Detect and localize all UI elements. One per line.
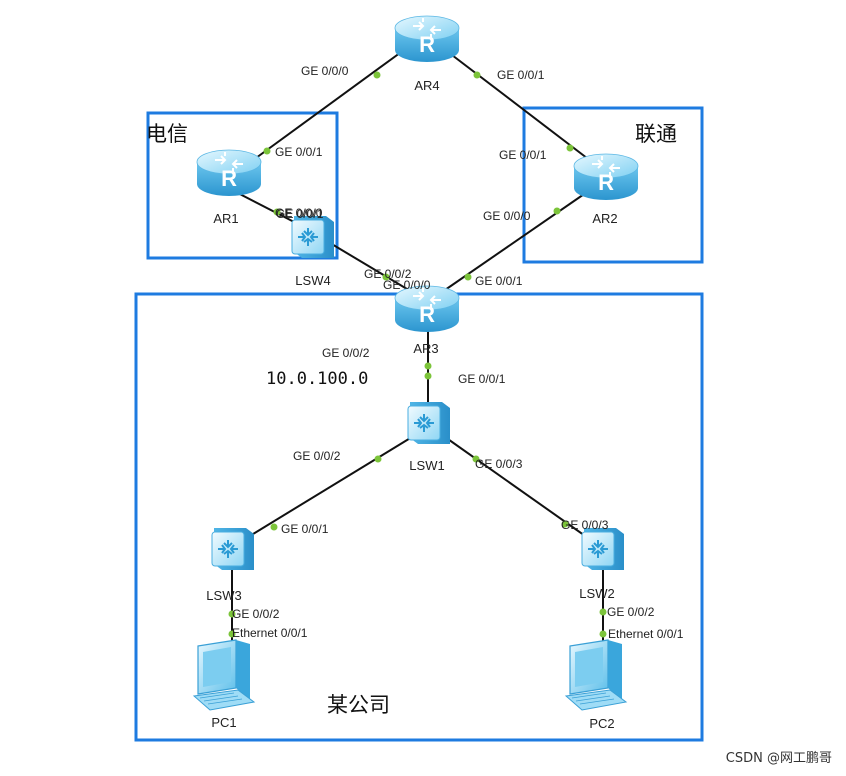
port-dot: [472, 455, 480, 463]
router-ar3-icon[interactable]: [394, 285, 460, 333]
router-ar4-icon[interactable]: [394, 15, 460, 63]
port-label: GE 0/0/1: [281, 522, 329, 536]
device-label-lsw3: LSW3: [206, 588, 241, 603]
port-label: GE 0/0/1: [458, 372, 506, 386]
unicom-zone-box: [522, 106, 704, 264]
port-dot: [228, 630, 236, 638]
pc2-icon[interactable]: [565, 639, 627, 711]
port-dot: [473, 71, 481, 79]
device-label-ar2: AR2: [592, 211, 617, 226]
port-label: GE 0/0/2: [322, 346, 370, 360]
telecom-zone-label: 电信: [146, 122, 188, 146]
port-dot: [273, 208, 281, 216]
port-label: GE 0/0/2: [232, 607, 280, 621]
device-label-lsw2: LSW2: [579, 586, 614, 601]
device-label-ar3: AR3: [413, 341, 438, 356]
switch-lsw2-icon[interactable]: [581, 527, 625, 571]
port-dot: [553, 207, 561, 215]
port-dot: [599, 630, 607, 638]
link-ar1-lsw4: [231, 189, 301, 226]
port-label: GE 0/0/1: [499, 148, 547, 162]
port-dot: [424, 362, 432, 370]
link-lsw4-ar3: [324, 239, 413, 293]
port-dot: [382, 273, 390, 281]
link-lsw1-lsw2: [444, 436, 599, 546]
link-ar4-ar1: [244, 49, 405, 167]
device-label-lsw1: LSW1: [409, 458, 444, 473]
port-label: GE 0/0/0: [383, 278, 431, 292]
telecom-zone-box: [146, 111, 339, 260]
port-label: GE 0/0/0: [275, 206, 323, 220]
switch-lsw4-icon[interactable]: [291, 215, 335, 259]
link-lsw1-lsw3: [234, 436, 413, 546]
port-dot: [228, 610, 236, 618]
port-dots: [228, 71, 607, 638]
device-label-pc2: PC2: [589, 716, 614, 731]
watermark: CSDN @网工鹏哥: [726, 751, 832, 766]
unicom-zone-label: 联通: [635, 122, 677, 146]
port-dot: [424, 372, 432, 380]
switch-lsw1-icon[interactable]: [407, 401, 451, 445]
link-ar4-ar2: [447, 51, 601, 169]
port-label: GE 0/0/1: [276, 207, 324, 221]
port-dot: [599, 608, 607, 616]
port-dot: [566, 144, 574, 152]
port-label: Ethernet 0/0/1: [608, 627, 684, 641]
switch-lsw3-icon[interactable]: [211, 527, 255, 571]
pc1-icon[interactable]: [193, 639, 255, 711]
port-dot: [374, 455, 382, 463]
device-label-pc1: PC1: [211, 715, 236, 730]
company-zone-label: 某公司: [327, 693, 390, 717]
port-dot: [263, 147, 271, 155]
port-label: GE 0/0/1: [475, 274, 523, 288]
port-label: GE 0/0/3: [475, 457, 523, 471]
port-label: GE 0/0/0: [301, 64, 349, 78]
router-ar1-icon[interactable]: [196, 149, 262, 197]
port-label: Ethernet 0/0/1: [232, 626, 308, 640]
port-dot: [464, 273, 472, 281]
router-ar2-icon[interactable]: [573, 153, 639, 201]
device-label-ar1: AR1: [213, 211, 238, 226]
port-label: GE 0/0/2: [364, 267, 412, 281]
port-label: GE 0/0/0: [483, 209, 531, 223]
port-label: GE 0/0/2: [607, 605, 655, 619]
port-label: GE 0/0/1: [275, 145, 323, 159]
port-dot: [373, 71, 381, 79]
port-label: GE 0/0/3: [561, 518, 609, 532]
link-ar2-ar3: [444, 189, 591, 291]
network-address-label: 10.0.100.0: [266, 369, 368, 389]
port-label: GE 0/0/2: [293, 449, 341, 463]
device-label-lsw4: LSW4: [295, 273, 330, 288]
port-label: GE 0/0/1: [497, 68, 545, 82]
port-dot: [270, 523, 278, 531]
port-dot: [561, 520, 569, 528]
device-label-ar4: AR4: [414, 78, 439, 93]
